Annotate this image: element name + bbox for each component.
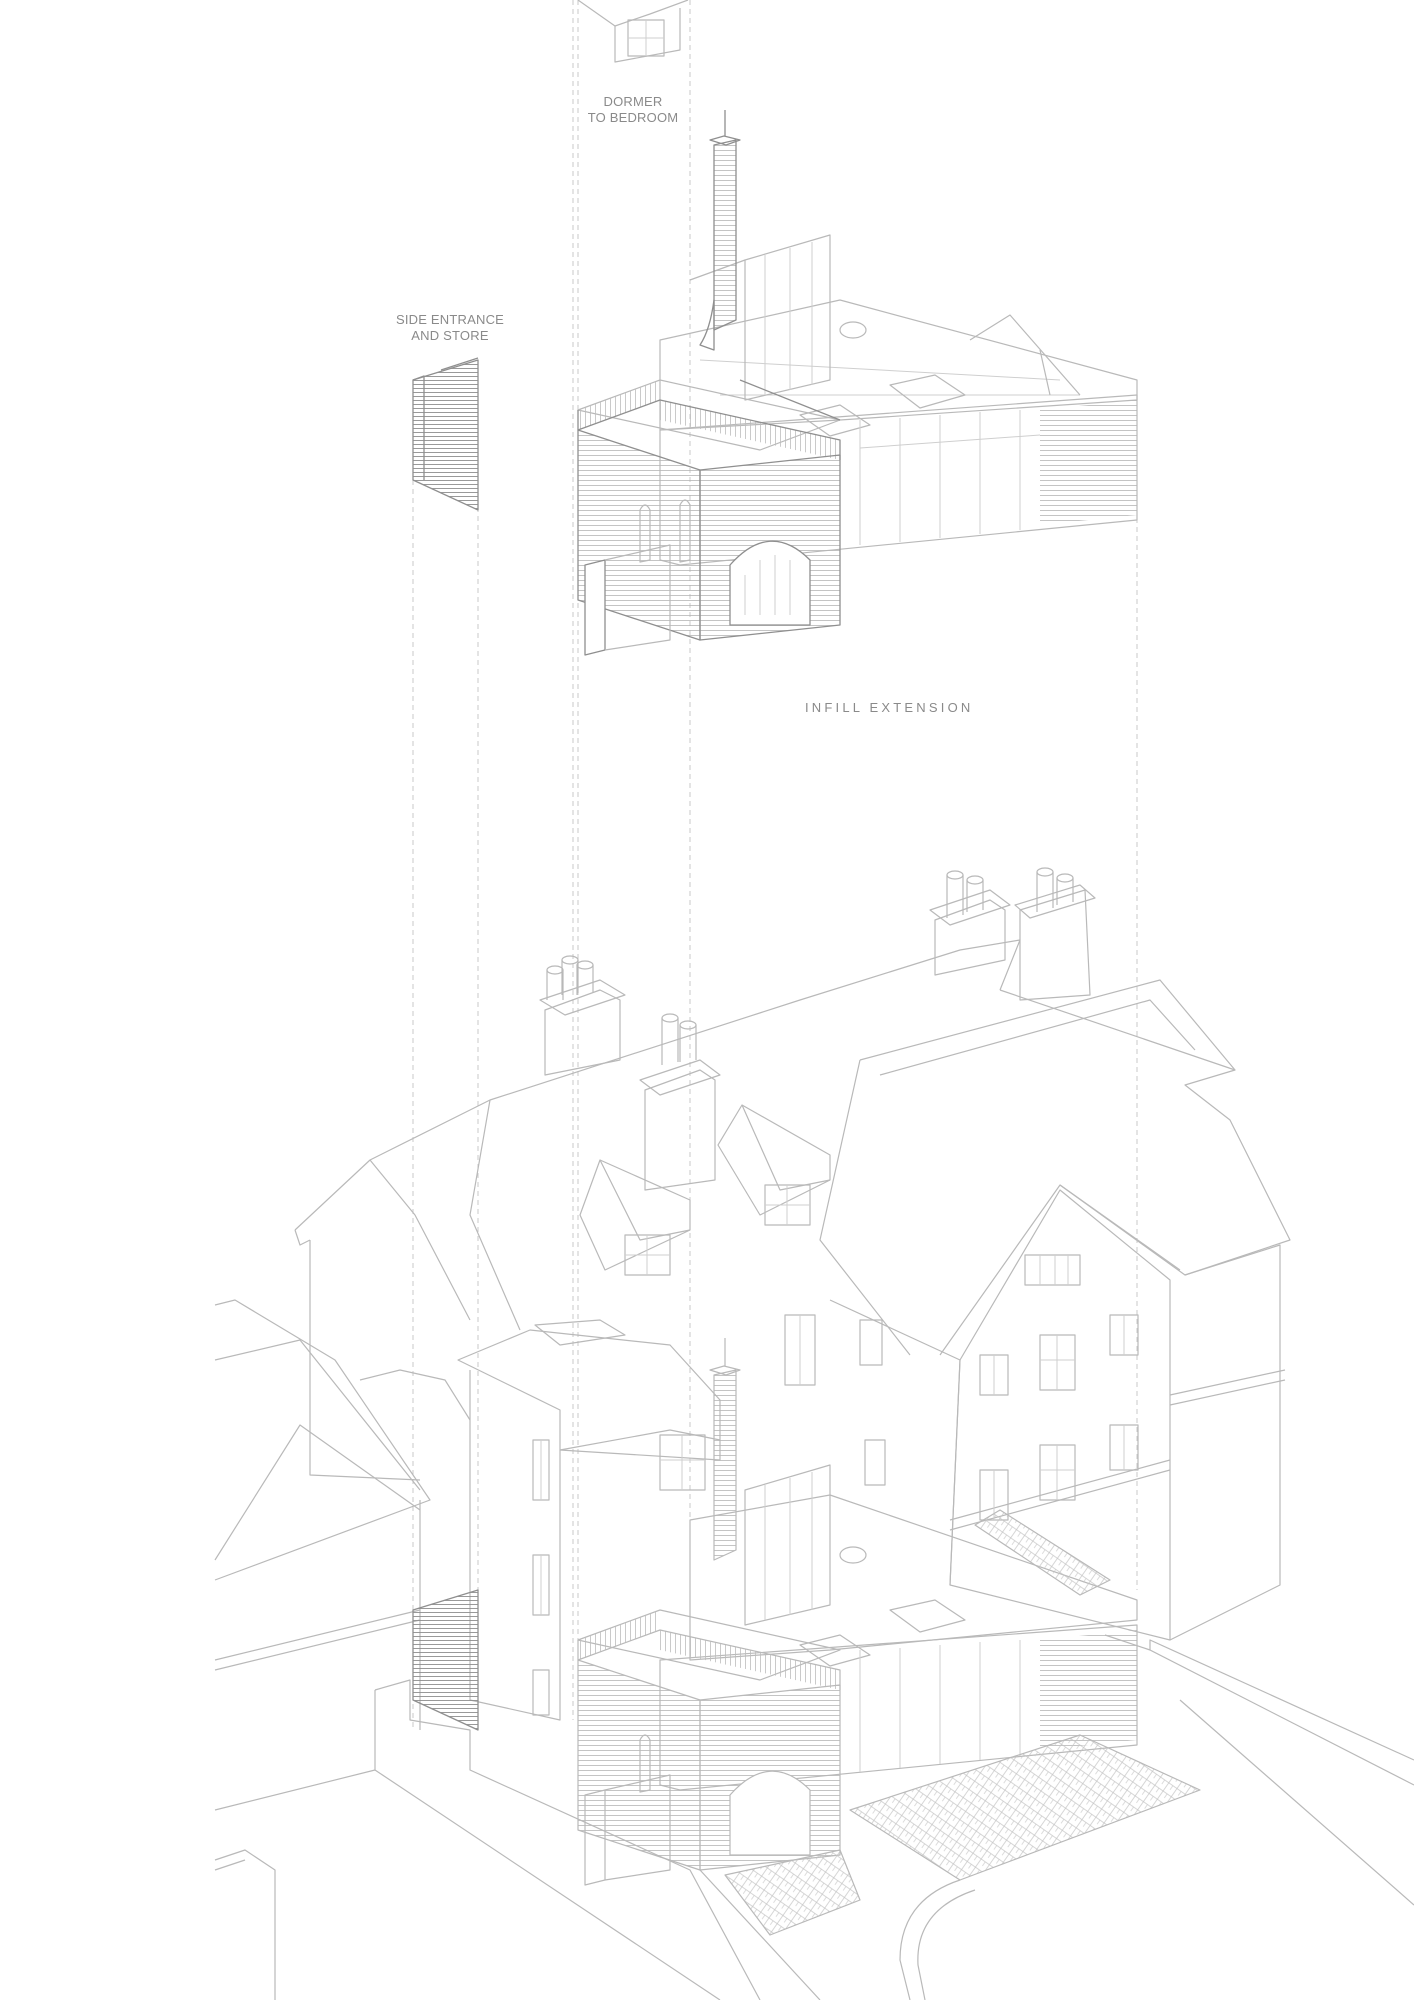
side-entrance-panel: [412, 357, 479, 511]
side-entrance-label-line-2: AND STORE: [411, 328, 489, 343]
dormer-label-line-1: DORMER: [603, 94, 663, 109]
infill-extension-label: INFILL EXTENSION: [805, 700, 974, 715]
infill-extension-exploded: [577, 110, 1138, 656]
projection-lines: [412, 0, 1138, 1730]
dormer-label: DORMER TO BEDROOM: [573, 94, 693, 126]
dormer-fragment: [577, 0, 689, 63]
side-entrance-label-line-1: SIDE ENTRANCE: [395, 312, 505, 327]
main-house: [214, 867, 1414, 2000]
dormer-label-line-2: TO BEDROOM: [587, 110, 679, 125]
side-entrance-label: SIDE ENTRANCE AND STORE: [385, 312, 515, 344]
